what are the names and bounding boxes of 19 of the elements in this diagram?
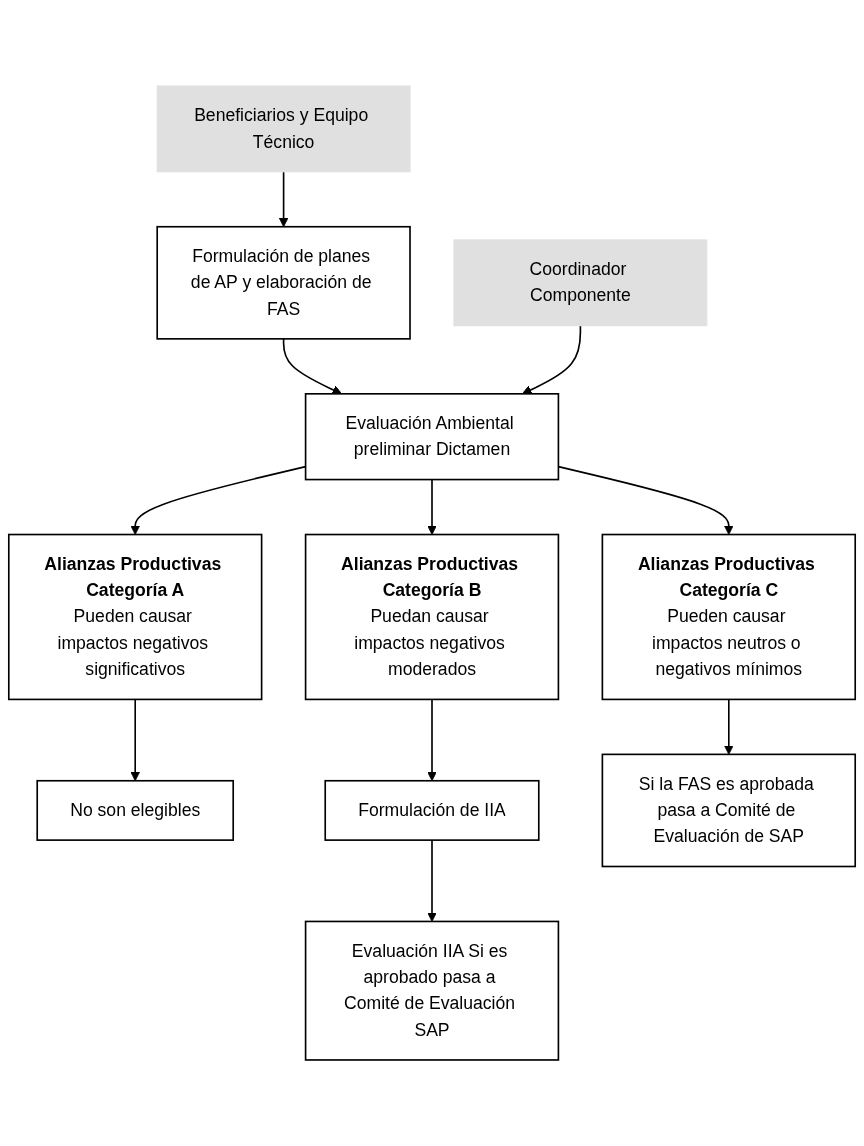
node-box: Formulación de IIA <box>324 779 540 841</box>
node-box: Beneficiarios y Equipo Técnico <box>156 85 411 173</box>
arrow <box>278 170 289 228</box>
node-box: Evaluación Ambiental preliminar Dictamen <box>304 393 560 481</box>
arrow <box>427 478 437 535</box>
node-box: Formulación de planes de AP y elaboración de FAS <box>156 225 411 340</box>
arrow <box>130 698 141 782</box>
node-box: Alianzas Productivas Categoría B Puedan causar impactos negativos moderados <box>304 533 560 701</box>
node-box: Coordinador Componente <box>453 239 708 327</box>
node-box: No son elegibles <box>36 779 235 841</box>
node-box: Si la FAS es aprobada pasa a Comité de Evaluación de SAP <box>601 753 857 868</box>
node-box: Evaluación IIA Si es aprobado pasa a Comité de Evaluación SAP <box>304 920 560 1061</box>
node-box: Alianzas Productivas Categoría A Pueden causar impactos negativos significativos <box>7 533 263 701</box>
arrow <box>282 338 342 395</box>
arrow <box>427 698 437 782</box>
arrow <box>522 324 582 395</box>
node-box: Alianzas Productivas Categoría C Pueden causar impactos neutros o negativos mínimos <box>601 533 857 701</box>
arrow <box>723 698 734 755</box>
arrow <box>427 839 437 922</box>
